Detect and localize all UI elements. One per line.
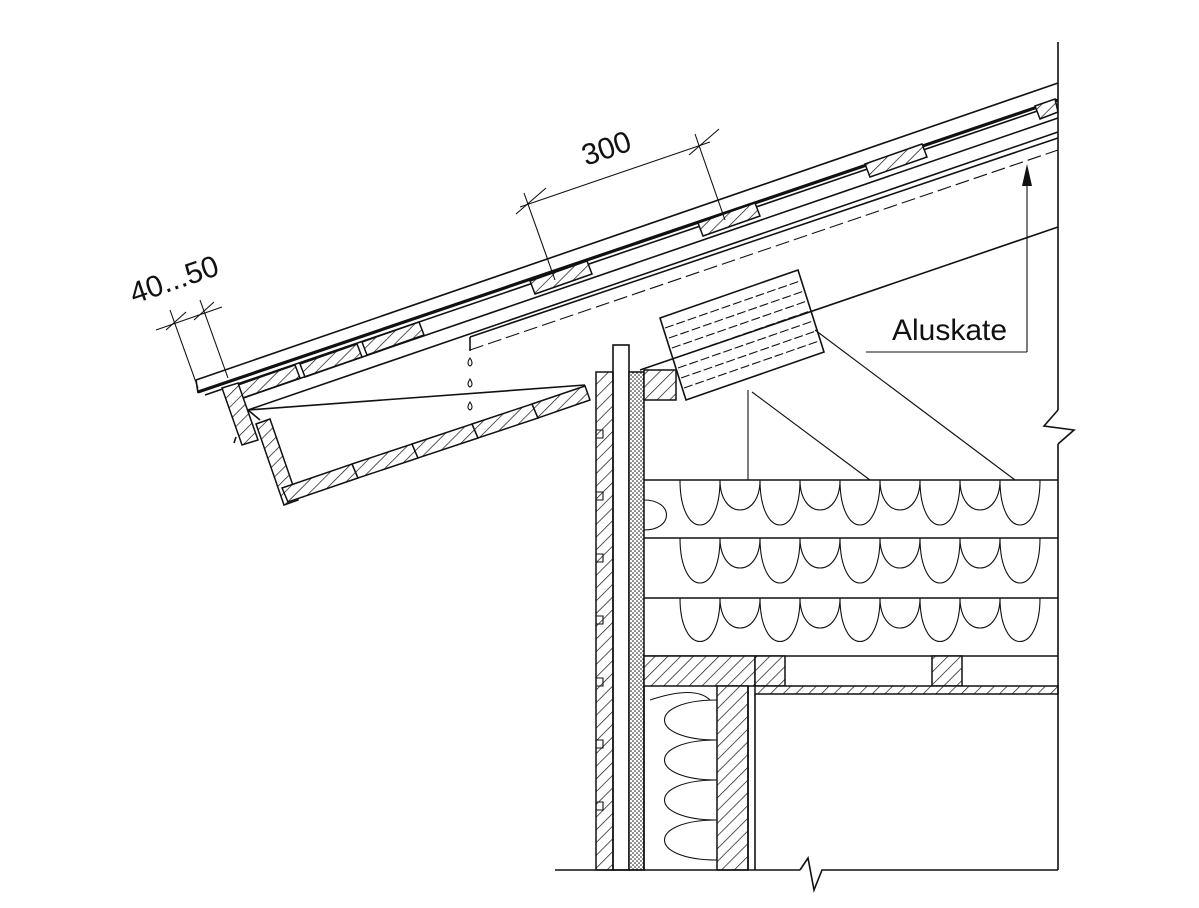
eave-fascia bbox=[221, 382, 299, 506]
section-break-bottom bbox=[555, 855, 1058, 893]
material-label-aluskate: Aluskate bbox=[892, 314, 1007, 347]
aluskate-leader bbox=[866, 164, 1032, 353]
section-break-right bbox=[1042, 42, 1076, 870]
underlay-membrane bbox=[469, 137, 1059, 351]
roof-boarding bbox=[242, 117, 1059, 411]
water-drops bbox=[467, 357, 473, 411]
vent-grille bbox=[659, 268, 825, 402]
wall-top-plate bbox=[643, 369, 677, 401]
leader-lines bbox=[747, 329, 1016, 481]
dimension-300 bbox=[515, 128, 726, 281]
ceiling-joists bbox=[643, 655, 1059, 695]
dimension-40-50 bbox=[155, 299, 229, 389]
roof-battens bbox=[237, 98, 1059, 399]
soffit-boards bbox=[247, 384, 591, 503]
dimension-label-40-50: 40...50 bbox=[126, 250, 223, 311]
dimension-label-300: 300 bbox=[578, 125, 636, 173]
